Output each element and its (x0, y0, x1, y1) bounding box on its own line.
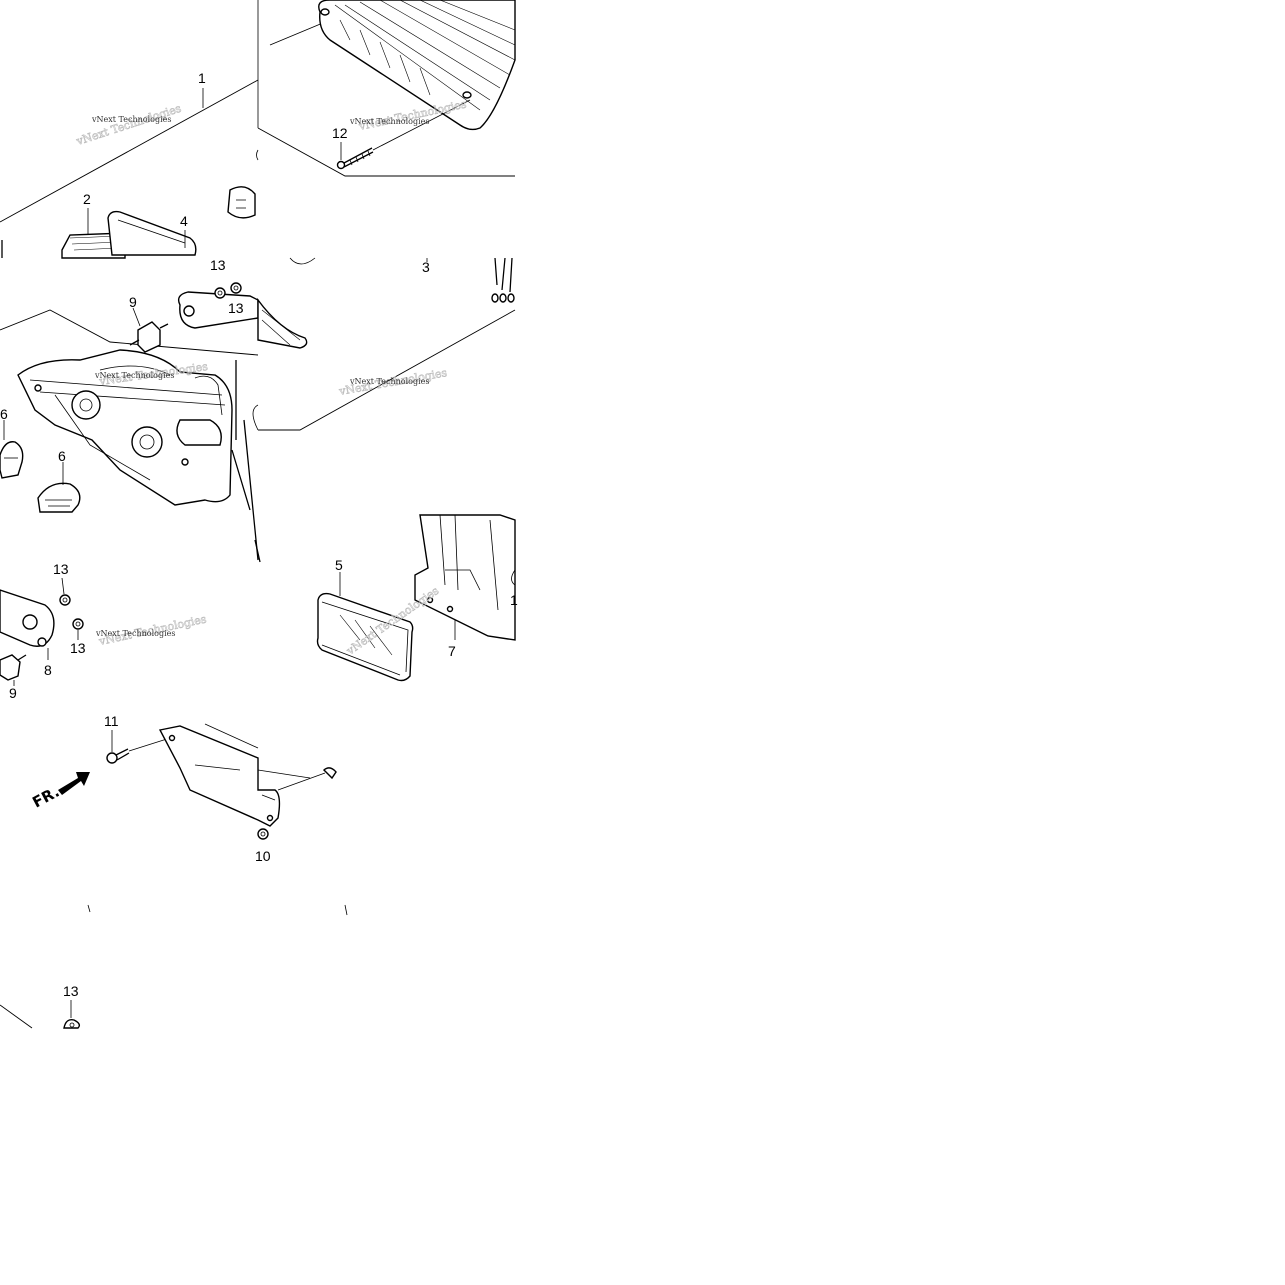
tile-top-right: vNext Technologies vNext Technologies 12 (257, 0, 516, 177)
callout-6a: 6 (0, 406, 8, 422)
gasket-part (107, 210, 197, 256)
bulb-part-top (227, 186, 256, 219)
callout-13e: 13 (63, 983, 79, 999)
front-label: FR. (29, 783, 62, 812)
callout-11: 11 (104, 713, 119, 729)
callout-1: 1 (198, 70, 206, 86)
callout-13d: 13 (70, 640, 86, 656)
screw-12-part (336, 147, 374, 170)
callout-2: 2 (83, 191, 91, 207)
callout-8: 8 (44, 662, 52, 678)
nut-13-part-a (214, 287, 226, 299)
svg-text:vNext Technologies: vNext Technologies (95, 629, 175, 638)
tile-lower-left: vNext Technologies vNext Technologies 13… (0, 539, 261, 701)
nut-13-part-c (59, 594, 71, 606)
nut-13-part-e (63, 1018, 81, 1029)
callout-1b: 1 (510, 592, 518, 608)
socket-housing-part (17, 349, 233, 506)
svg-text:vNext Technologies: vNext Technologies (349, 377, 429, 386)
nut-10-part (257, 828, 269, 840)
callout-5: 5 (335, 557, 343, 573)
callout-3: 3 (422, 259, 430, 275)
svg-text:vNext Technologies: vNext Technologies (74, 102, 183, 149)
callout-7: 7 (448, 643, 456, 659)
svg-text:vNext Technologies: vNext Technologies (349, 117, 429, 126)
callout-10: 10 (255, 848, 271, 864)
callout-6b: 6 (58, 448, 66, 464)
callout-9b: 9 (9, 685, 17, 701)
callout-4: 4 (180, 213, 188, 229)
tile-top-left: vNext Technologies vNext Technologies 1 … (0, 70, 259, 259)
nut-13-part-d (72, 618, 84, 630)
reflector-5-part (316, 592, 414, 682)
tile-middle-right: vNext Technologies vNext Technologies 3 (252, 257, 516, 431)
wire-harness-part (494, 257, 513, 293)
callout-12: 12 (332, 125, 348, 141)
svg-text:vNext Technologies: vNext Technologies (94, 371, 174, 380)
front-direction-arrow: FR. (29, 772, 90, 812)
bolt-11-part (106, 748, 130, 764)
callout-9a: 9 (129, 294, 137, 310)
rubber-mount-9-part-b (0, 654, 27, 681)
bulb-6-part-a (0, 441, 24, 479)
nut-13-part-b (230, 282, 242, 294)
tile-lower-right: vNext Technologies 5 7 1 (316, 514, 518, 682)
arrow-icon (58, 772, 90, 795)
tile-middle-left: vNext Technologies vNext Technologies 13… (0, 257, 259, 561)
tile-bottom-lower: 13 (0, 983, 81, 1029)
rubber-mount-9-part (129, 321, 169, 353)
group-frame-line (0, 79, 259, 223)
plate-bracket-part (158, 725, 281, 827)
callout-13a: 13 (210, 257, 226, 273)
callout-13c: 13 (53, 561, 69, 577)
tile-bottom: FR. 11 10 (29, 713, 348, 916)
license-bracket-7-part (414, 514, 516, 641)
watermark-text: vNext Technologies (91, 115, 171, 124)
callout-13b: 13 (228, 300, 244, 316)
bulb-6-part-b (37, 482, 81, 513)
